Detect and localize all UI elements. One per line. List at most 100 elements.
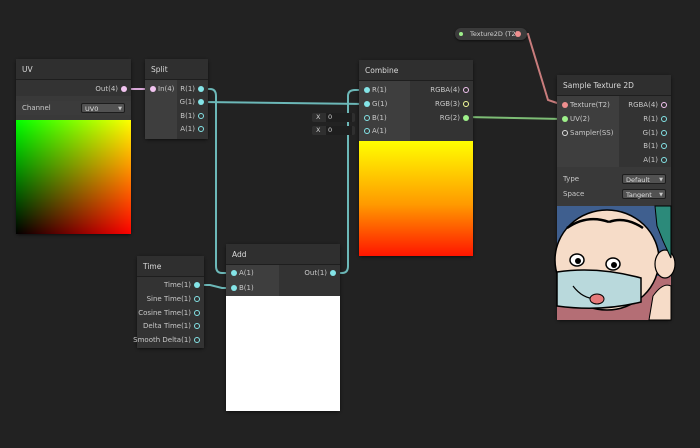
time-out-sine-port[interactable] xyxy=(194,296,200,302)
sample-out-b-row[interactable]: B(1) xyxy=(619,139,671,153)
combine-a-default-field[interactable]: X 0 xyxy=(312,126,355,135)
sample-texture-header[interactable]: Sample Texture 2D xyxy=(557,75,671,96)
sample-out-g-port[interactable] xyxy=(661,130,667,136)
split-in-port-row[interactable]: In(4) xyxy=(145,82,177,96)
sample-in-texture-port[interactable] xyxy=(562,102,568,108)
time-out-delta-row[interactable]: Delta Time(1) xyxy=(137,319,204,333)
combine-in-b-row[interactable]: B(1) xyxy=(359,111,410,125)
combine-in-r-row[interactable]: R(1) xyxy=(359,83,410,97)
combine-b-default-field[interactable]: X 0 xyxy=(312,113,355,122)
add-in-a-label: A(1) xyxy=(239,269,254,277)
combine-node[interactable]: Combine R(1) G(1) B(1) A(1) RGBA(4) RGB(… xyxy=(359,60,473,256)
uv-out-port-row[interactable]: Out(4) xyxy=(21,82,131,96)
combine-preview xyxy=(359,141,473,256)
type-dropdown[interactable]: Default ▼ xyxy=(622,174,666,184)
time-node-header[interactable]: Time xyxy=(137,256,204,277)
combine-in-a-port[interactable] xyxy=(364,128,370,134)
combine-out-rgba-port[interactable] xyxy=(463,87,469,93)
wire-split-r-to-add-a[interactable] xyxy=(202,88,232,274)
uv-node[interactable]: UV Out(4) Channel UV0 ▼ xyxy=(16,59,131,234)
type-label: Type xyxy=(563,175,580,183)
texture2d-property-node[interactable]: Texture2D (T2) xyxy=(455,28,527,40)
time-node[interactable]: Time Time(1) Sine Time(1) Cosine Time(1)… xyxy=(133,256,204,348)
add-in-a-row[interactable]: A(1) xyxy=(226,266,279,280)
sample-out-rgba-row[interactable]: RGBA(4) xyxy=(619,98,671,112)
sample-in-uv-row[interactable]: UV(2) xyxy=(557,112,619,126)
sample-out-g-row[interactable]: G(1) xyxy=(619,126,671,140)
time-out-time-port[interactable] xyxy=(194,282,200,288)
sample-texture-2d-node[interactable]: Sample Texture 2D Texture(T2) UV(2) Samp… xyxy=(554,75,676,321)
combine-in-b-label: B(1) xyxy=(372,114,387,122)
combine-in-r-port[interactable] xyxy=(364,87,370,93)
combine-in-g-row[interactable]: G(1) xyxy=(359,97,410,111)
sample-in-uv-port[interactable] xyxy=(562,116,568,122)
split-out-b-port[interactable] xyxy=(198,113,204,119)
sample-out-r-port[interactable] xyxy=(661,116,667,122)
combine-in-g-label: G(1) xyxy=(372,100,388,108)
combine-out-rgba-label: RGBA(4) xyxy=(430,86,460,94)
type-value: Default xyxy=(626,176,650,184)
sample-in-texture-row[interactable]: Texture(T2) xyxy=(557,98,619,112)
add-node-title: Add xyxy=(232,250,247,259)
add-out-row[interactable]: Out(1) xyxy=(279,266,340,280)
combine-out-rgb-row[interactable]: RGB(3) xyxy=(412,97,473,111)
time-out-cosine-port[interactable] xyxy=(194,310,200,316)
split-out-g-port[interactable] xyxy=(198,99,204,105)
sample-out-a-label: A(1) xyxy=(643,156,658,164)
add-node[interactable]: Add A(1) B(1) Out(1) xyxy=(226,244,340,411)
time-out-sine-row[interactable]: Sine Time(1) xyxy=(137,292,204,306)
sample-out-rgba-port[interactable] xyxy=(661,102,667,108)
combine-in-g-port[interactable] xyxy=(364,101,370,107)
split-node-header[interactable]: Split xyxy=(145,59,208,80)
combine-b-value-input[interactable]: 0 xyxy=(326,113,352,122)
split-out-r-row[interactable]: R(1) xyxy=(178,82,208,96)
time-out-delta-port[interactable] xyxy=(194,323,200,329)
add-in-b-row[interactable]: B(1) xyxy=(226,281,279,295)
sample-out-a-port[interactable] xyxy=(661,157,667,163)
split-out-g-row[interactable]: G(1) xyxy=(178,95,208,109)
split-out-r-port[interactable] xyxy=(198,86,204,92)
split-in-port[interactable] xyxy=(150,86,156,92)
add-out-port[interactable] xyxy=(330,270,336,276)
combine-in-b-port[interactable] xyxy=(364,115,370,121)
channel-dropdown[interactable]: UV0 ▼ xyxy=(81,103,125,113)
split-out-a-port[interactable] xyxy=(198,126,204,132)
time-out-delta-label: Delta Time(1) xyxy=(143,322,191,330)
wire-add-to-combine-r[interactable] xyxy=(332,89,366,274)
sample-out-a-row[interactable]: A(1) xyxy=(619,153,671,167)
wire-combine-rg-to-sample-uv[interactable] xyxy=(465,116,564,120)
split-out-b-row[interactable]: B(1) xyxy=(178,109,208,123)
combine-in-a-row[interactable]: A(1) xyxy=(359,124,410,138)
chevron-down-icon: ▼ xyxy=(659,192,663,198)
uv-out-port[interactable] xyxy=(121,86,127,92)
time-out-sine-label: Sine Time(1) xyxy=(146,295,191,303)
sample-out-r-row[interactable]: R(1) xyxy=(619,112,671,126)
time-out-time-row[interactable]: Time(1) xyxy=(137,278,204,292)
time-out-smooth-port[interactable] xyxy=(194,337,200,343)
uv-preview xyxy=(16,120,131,234)
combine-out-rgb-port[interactable] xyxy=(463,101,469,107)
add-in-a-port[interactable] xyxy=(231,270,237,276)
combine-out-rgba-row[interactable]: RGBA(4) xyxy=(412,83,473,97)
time-out-smooth-row[interactable]: Smooth Delta(1) xyxy=(133,333,204,347)
space-dropdown[interactable]: Tangent ▼ xyxy=(622,189,666,199)
combine-node-header[interactable]: Combine xyxy=(359,60,473,81)
add-in-b-port[interactable] xyxy=(231,285,237,291)
combine-out-rg-row[interactable]: RG(2) xyxy=(412,111,473,125)
sample-in-sampler-row[interactable]: Sampler(SS) xyxy=(557,126,619,140)
sample-texture-title: Sample Texture 2D xyxy=(563,81,634,90)
space-label: Space xyxy=(563,190,585,198)
sample-in-sampler-port[interactable] xyxy=(562,130,568,136)
property-output-port[interactable] xyxy=(515,31,521,37)
wire-split-g-to-combine-g[interactable] xyxy=(201,101,366,105)
uv-channel-row: Channel UV0 ▼ xyxy=(16,101,131,115)
combine-node-title: Combine xyxy=(365,66,399,75)
split-node[interactable]: Split In(4) R(1) G(1) B(1) A(1) xyxy=(145,59,208,139)
time-out-cosine-row[interactable]: Cosine Time(1) xyxy=(137,306,204,320)
combine-a-value-input[interactable]: 0 xyxy=(326,126,352,135)
combine-out-rg-port[interactable] xyxy=(463,115,469,121)
add-node-header[interactable]: Add xyxy=(226,244,340,265)
sample-out-b-port[interactable] xyxy=(661,143,667,149)
uv-node-header[interactable]: UV xyxy=(16,59,131,80)
split-out-a-row[interactable]: A(1) xyxy=(178,122,208,136)
